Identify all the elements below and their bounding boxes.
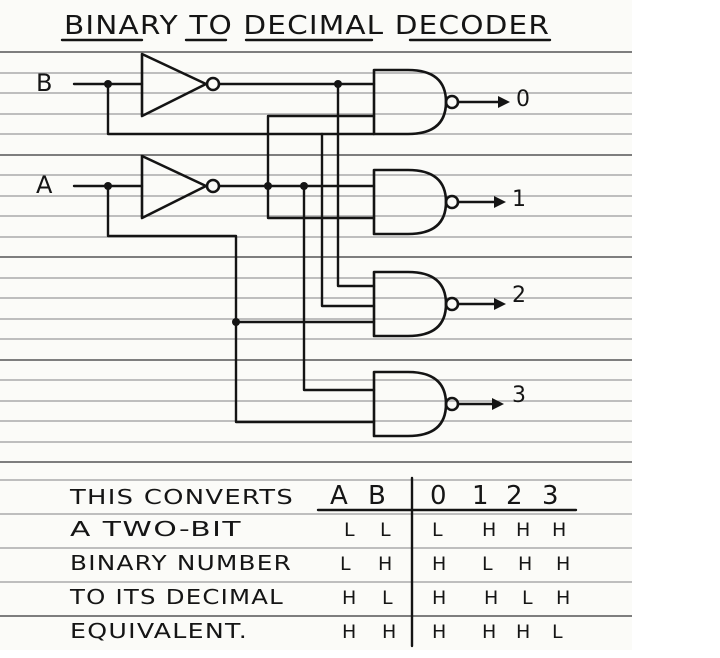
output-label-0: 0 — [516, 87, 531, 112]
table-cell: L — [340, 553, 352, 575]
wire-not-a-to-nand0-nand2 — [266, 114, 376, 220]
table-header-b: B — [368, 481, 387, 511]
junction-not-b — [334, 80, 342, 88]
table-cell: H — [432, 587, 447, 609]
notebook-paper — [0, 0, 632, 650]
truth-table: A B 0 1 2 3 L L L H H H L H H L H H — [316, 476, 578, 648]
junction-b — [104, 80, 112, 88]
junctions — [104, 80, 342, 326]
junction-a — [104, 182, 112, 190]
table-cell: L — [380, 519, 392, 541]
table-cell: H — [432, 553, 447, 575]
table-cell: L — [432, 519, 444, 541]
title: BINARY TO DECIMAL DECODER — [64, 11, 550, 41]
wire-not-b-to-nand1-nand3 — [336, 82, 376, 288]
table-row-0: L L L H H H — [344, 519, 567, 541]
nand-gate-3 — [372, 370, 504, 438]
table-row-3: H H H H H L — [342, 621, 564, 643]
wire-a-in — [72, 184, 376, 424]
nand-gate-0 — [372, 68, 510, 136]
table-cell: H — [342, 587, 357, 609]
wire-b-in — [72, 82, 376, 136]
note-line-1: THIS CONVERTS — [69, 485, 294, 509]
nand-gate-1 — [372, 168, 506, 236]
table-cell: H — [552, 519, 567, 541]
table-cell: H — [516, 621, 531, 643]
table-cell: H — [556, 587, 571, 609]
table-header-out-0: 0 — [430, 481, 448, 511]
inverter-b — [140, 52, 221, 118]
output-label-3: 3 — [512, 383, 527, 408]
table-header-out-2: 2 — [506, 481, 524, 511]
table-header-out-3: 3 — [542, 481, 560, 511]
output-label-1: 1 — [512, 187, 527, 212]
table-cell: H — [556, 553, 571, 575]
table-cell: H — [342, 621, 357, 643]
table-header-a: A — [330, 481, 349, 511]
table-row-1: L H H L H H — [340, 553, 571, 575]
note-line-3: BINARY NUMBER — [70, 551, 292, 575]
junction-not-a — [264, 182, 272, 190]
table-cell: L — [382, 587, 394, 609]
note-line-4: TO ITS DECIMAL — [69, 585, 284, 609]
table-cell: H — [484, 587, 499, 609]
table-cell: L — [344, 519, 356, 541]
table-header-out-1: 1 — [472, 481, 490, 511]
wire-b-to-nand2 — [320, 132, 376, 308]
ruled-lines — [0, 51, 632, 617]
table-cell: L — [522, 587, 534, 609]
table-cell: H — [518, 553, 533, 575]
table-cell: H — [482, 621, 497, 643]
table-cell: L — [482, 553, 494, 575]
output-label-2: 2 — [512, 283, 527, 308]
nand-gate-2 — [372, 270, 506, 338]
table-cell: H — [432, 621, 447, 643]
table-row-2: H L H H L H — [342, 587, 571, 609]
wire-a-to-nand1 — [234, 184, 376, 392]
input-label-a: A — [36, 171, 53, 199]
input-label-b: B — [36, 69, 53, 97]
junction-a-low — [232, 318, 240, 326]
table-cell: H — [482, 519, 497, 541]
junction-not-a-2 — [300, 182, 308, 190]
table-cell: L — [552, 621, 564, 643]
table-cell: H — [516, 519, 531, 541]
wiring — [72, 82, 376, 424]
note-line-5: EQUIVALENT. — [70, 619, 248, 643]
table-cell: H — [382, 621, 397, 643]
note-line-2: A TWO-BIT — [70, 517, 242, 541]
table-cell: H — [378, 553, 393, 575]
inverter-a — [140, 154, 221, 220]
